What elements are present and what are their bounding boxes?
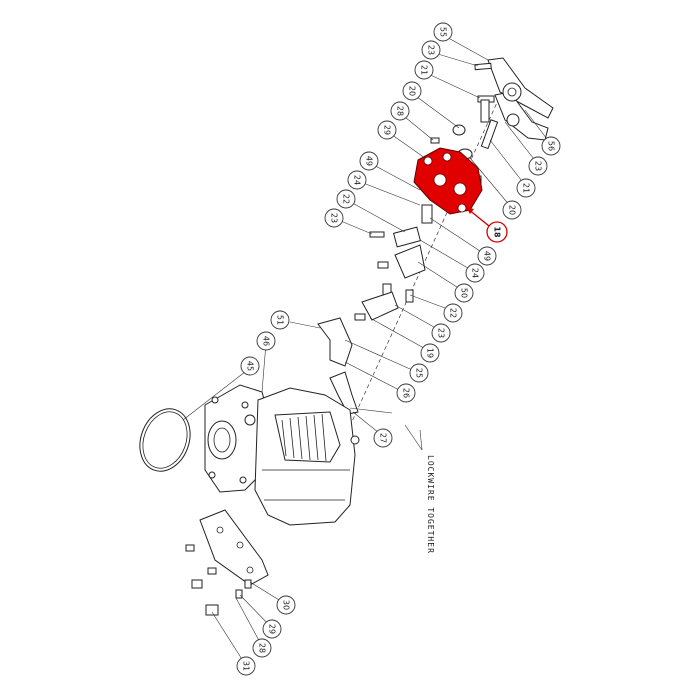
svg-text:30: 30 [282, 600, 291, 610]
housing-arrowhead [466, 207, 474, 214]
callout-56: 56 [541, 136, 561, 156]
callout-28: 28 [390, 101, 410, 121]
callout-25: 25 [409, 363, 429, 383]
callout-23: 23 [421, 40, 441, 60]
svg-text:25: 25 [415, 368, 424, 378]
cover-plate [185, 509, 269, 616]
svg-text:49: 49 [365, 156, 374, 166]
svg-text:29: 29 [383, 125, 392, 135]
svg-text:22: 22 [449, 308, 458, 318]
callout-30: 30 [276, 595, 296, 615]
svg-text:20: 20 [408, 86, 417, 96]
lockwire-note: LOCKWIRE TOGETHER [404, 424, 435, 554]
callout-20: 20 [502, 200, 522, 220]
svg-text:24: 24 [471, 268, 480, 278]
shift-forks-and-detents [317, 204, 433, 415]
callout-28: 28 [252, 638, 272, 658]
svg-text:19: 19 [426, 348, 435, 358]
callout-26: 26 [396, 383, 416, 403]
svg-text:56: 56 [547, 141, 556, 151]
svg-text:50: 50 [460, 288, 469, 298]
callout-50: 50 [454, 283, 474, 303]
svg-text:49: 49 [483, 251, 492, 261]
svg-text:20: 20 [508, 205, 517, 215]
svg-text:18: 18 [493, 226, 502, 238]
svg-text:21: 21 [420, 65, 429, 75]
svg-text:23: 23 [437, 328, 446, 338]
callout-31: 31 [236, 656, 256, 676]
callout-29: 29 [262, 619, 282, 639]
shifter-housing-highlighted [413, 147, 483, 215]
callout-19: 19 [420, 343, 440, 363]
svg-text:24: 24 [353, 175, 362, 185]
callout-21: 21 [516, 178, 536, 198]
callout-24: 24 [465, 263, 485, 283]
callout-22: 22 [443, 303, 463, 323]
callout-22: 22 [336, 189, 356, 209]
shift-rail-centerline [329, 84, 506, 471]
shift-lever-part [487, 57, 554, 141]
svg-text:23: 23 [534, 161, 543, 171]
callout-21: 21 [414, 60, 434, 80]
svg-text:46: 46 [262, 336, 271, 346]
svg-text:26: 26 [402, 388, 411, 398]
svg-text:45: 45 [246, 361, 255, 371]
callout-23: 23 [324, 208, 344, 228]
callout-49: 49 [477, 246, 497, 266]
callout-24: 24 [347, 170, 367, 190]
svg-text:55: 55 [439, 27, 448, 37]
callout-18-highlighted: 18 [486, 221, 508, 243]
callout-23: 23 [528, 156, 548, 176]
callout-27: 27 [373, 428, 393, 448]
lockwire-label: LOCKWIRE TOGETHER [426, 455, 435, 554]
svg-text:27: 27 [379, 433, 388, 443]
callout-51: 51 [270, 310, 290, 330]
callout-29: 29 [377, 120, 397, 140]
svg-text:28: 28 [258, 643, 267, 653]
gasket-ring [139, 408, 191, 472]
svg-text:28: 28 [396, 106, 405, 116]
svg-text:29: 29 [268, 624, 277, 634]
callout-55: 55 [433, 22, 453, 42]
svg-text:21: 21 [522, 183, 531, 193]
svg-text:23: 23 [427, 45, 436, 55]
callout-49: 49 [359, 151, 379, 171]
callout-20: 20 [402, 81, 422, 101]
svg-text:23: 23 [330, 213, 339, 223]
svg-text:51: 51 [276, 315, 285, 325]
svg-text:22: 22 [342, 194, 351, 204]
callout-46: 46 [256, 331, 276, 351]
callout-45: 45 [240, 356, 260, 376]
svg-text:31: 31 [242, 661, 251, 671]
gearbox-housing [204, 384, 360, 526]
callout-23: 23 [431, 323, 451, 343]
